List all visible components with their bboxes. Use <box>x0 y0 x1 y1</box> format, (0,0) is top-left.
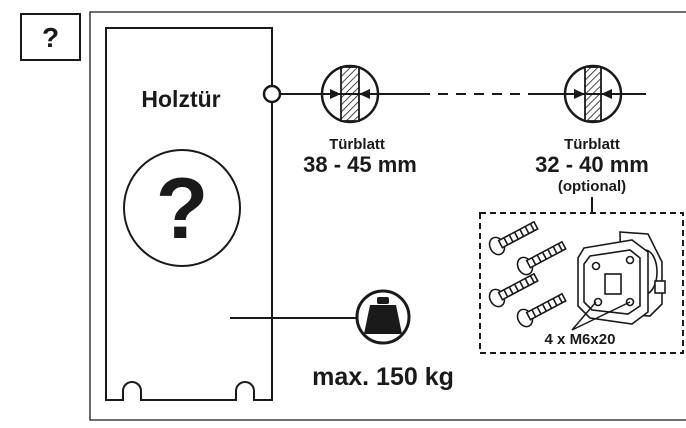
thickness-1-title: Türblatt <box>329 136 385 153</box>
thickness-1-range: 38 - 45 mm <box>303 152 417 177</box>
door-question-mark: ? <box>156 161 209 257</box>
question-circle: ? <box>123 149 241 267</box>
thickness-2-note: (optional) <box>558 178 626 195</box>
thickness-symbol-1 <box>320 64 380 124</box>
screw-icon <box>488 220 567 328</box>
adapter-plate-icon <box>577 231 666 325</box>
thickness-2-title: Türblatt <box>564 136 620 153</box>
diagram-frame <box>89 11 686 421</box>
thickness-symbol-2 <box>563 64 623 124</box>
thickness-2-range: 32 - 40 mm <box>535 152 649 177</box>
hinge-point <box>262 84 282 104</box>
help-box: ? <box>20 13 81 61</box>
screw-hole-leaders <box>571 301 631 331</box>
weight-label: max. 150 kg <box>312 363 454 391</box>
help-question-mark: ? <box>42 22 59 53</box>
screws-label: 4 x M6x20 <box>545 331 616 348</box>
weight-icon <box>355 289 411 345</box>
door-label: Holztür <box>141 86 220 112</box>
